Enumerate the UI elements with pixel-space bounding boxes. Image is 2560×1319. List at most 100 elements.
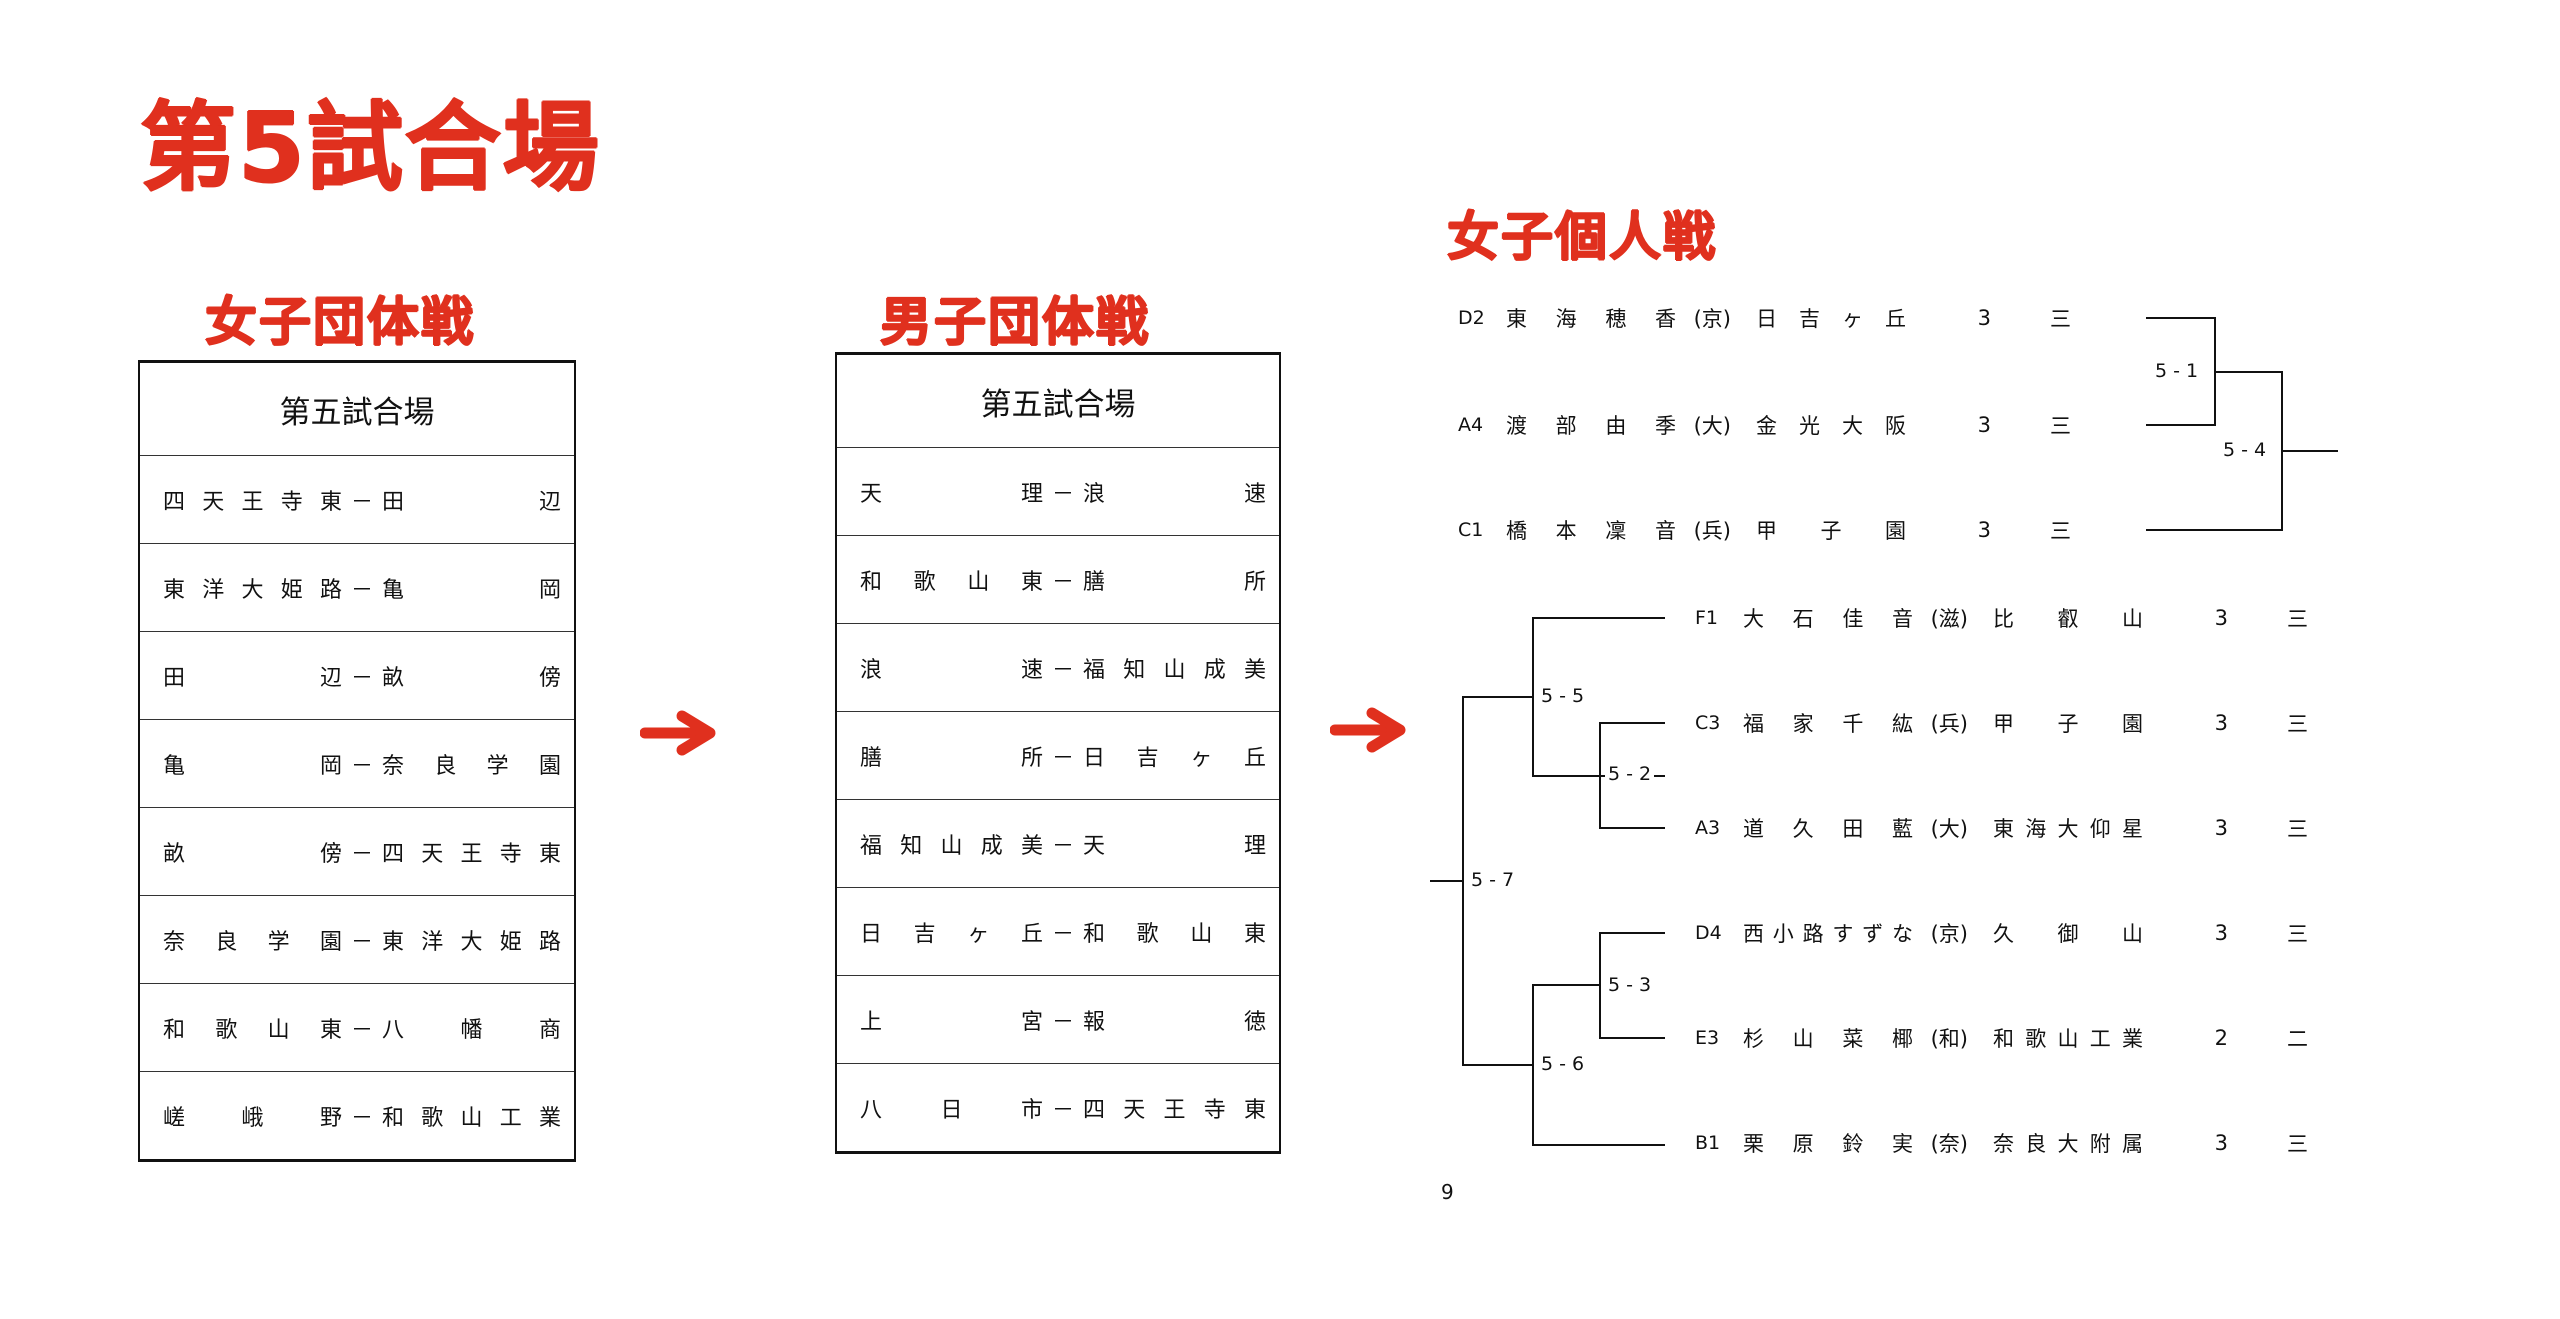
table-row: 四天王寺東－田辺 bbox=[138, 455, 576, 544]
bout-label: 5 - 6 bbox=[1538, 1053, 1588, 1075]
player-prefecture: (京) bbox=[1693, 307, 1731, 331]
match-cell: 上宮－報徳 bbox=[835, 975, 1281, 1064]
player-grade: 3 bbox=[1977, 518, 1991, 542]
player-prefecture: (兵) bbox=[1930, 712, 1968, 736]
player-seed: A3 bbox=[1695, 817, 1721, 839]
player-name: 福家千紘 bbox=[1743, 712, 1913, 736]
match-row: 嵯峨野－和歌山工業 bbox=[141, 1100, 573, 1132]
player-seed: E3 bbox=[1695, 1027, 1720, 1049]
match-cell: 畝傍－四天王寺東 bbox=[138, 807, 576, 896]
bout-label: 5 - 1 bbox=[2152, 360, 2202, 382]
table-row: 日吉ヶ丘－和歌山東 bbox=[835, 887, 1281, 976]
table-row: 上宮－報徳 bbox=[835, 975, 1281, 1064]
match-cell: 田辺－畝傍 bbox=[138, 631, 576, 720]
bout-label: 5 - 4 bbox=[2220, 439, 2270, 461]
team-right: 福知山成美 bbox=[1083, 657, 1266, 683]
player-seed: D4 bbox=[1695, 922, 1722, 944]
table-row: 嵯峨野－和歌山工業 bbox=[138, 1071, 576, 1161]
match-row: 福知山成美－天理 bbox=[838, 828, 1278, 860]
table-row: 和歌山東－膳所 bbox=[835, 535, 1281, 624]
table-header: 第五試合場 bbox=[835, 353, 1281, 448]
player-grade: 3 bbox=[2214, 921, 2228, 945]
bracket-line bbox=[1599, 722, 1665, 829]
player-name: 道久田藍 bbox=[1743, 817, 1913, 841]
match-cell: 日吉ヶ丘－和歌山東 bbox=[835, 887, 1281, 976]
match-cell: 膳所－日吉ヶ丘 bbox=[835, 711, 1281, 800]
player-school: 奈良大附属 bbox=[1993, 1132, 2143, 1156]
player-school: 和歌山工業 bbox=[1993, 1027, 2143, 1051]
team-right: 四天王寺東 bbox=[1083, 1097, 1266, 1123]
versus-dash: － bbox=[350, 665, 373, 691]
player-seed: B1 bbox=[1695, 1132, 1721, 1154]
match-row: 上宮－報徳 bbox=[838, 1004, 1278, 1036]
arrow-right-icon bbox=[1330, 707, 1406, 753]
player-grade: 3 bbox=[2214, 606, 2228, 630]
bracket-line bbox=[1532, 984, 1665, 1146]
versus-dash: － bbox=[1051, 481, 1074, 507]
arrow-right-icon bbox=[640, 710, 716, 756]
page-title: 第5試合場 bbox=[140, 92, 601, 204]
match-cell: 四天王寺東－田辺 bbox=[138, 455, 576, 544]
team-right: 膳所 bbox=[1083, 569, 1266, 595]
player-grade: 3 bbox=[1977, 306, 1991, 330]
player-grade: 3 bbox=[1977, 413, 1991, 437]
match-row: 日吉ヶ丘－和歌山東 bbox=[838, 916, 1278, 948]
team-right: 四天王寺東 bbox=[382, 841, 561, 867]
versus-dash: － bbox=[1051, 833, 1074, 859]
women-individual-title: 女子個人戦 bbox=[1447, 208, 1718, 268]
bout-label: 5 - 5 bbox=[1538, 685, 1588, 707]
versus-dash: － bbox=[1051, 1009, 1074, 1035]
versus-dash: － bbox=[1051, 1097, 1074, 1123]
team-left: 嵯峨野 bbox=[163, 1105, 342, 1131]
table-row: 畝傍－四天王寺東 bbox=[138, 807, 576, 896]
player-grade-kanji: 三 bbox=[2050, 307, 2071, 331]
player-seed: A4 bbox=[1458, 414, 1484, 436]
men-team-title: 男子団体戦 bbox=[880, 293, 1151, 353]
player-grade-kanji: 三 bbox=[2287, 1132, 2308, 1156]
table-row: 福知山成美－天理 bbox=[835, 799, 1281, 888]
player-seed: C1 bbox=[1458, 519, 1484, 541]
versus-dash: － bbox=[1051, 657, 1074, 683]
player-school: 金光大阪 bbox=[1756, 414, 1906, 438]
player-seed: C3 bbox=[1695, 712, 1721, 734]
team-right: 東洋大姫路 bbox=[382, 929, 561, 955]
player-school: 甲子園 bbox=[1993, 712, 2143, 736]
team-left: 奈良学園 bbox=[163, 929, 342, 955]
versus-dash: － bbox=[350, 1017, 373, 1043]
match-cell: 福知山成美－天理 bbox=[835, 799, 1281, 888]
men-team-table: 第五試合場 天理－浪速和歌山東－膳所浪速－福知山成美膳所－日吉ヶ丘福知山成美－天… bbox=[835, 352, 1281, 1154]
match-row: 和歌山東－膳所 bbox=[838, 564, 1278, 596]
team-left: 畝傍 bbox=[163, 841, 342, 867]
team-left: 和歌山東 bbox=[163, 1017, 342, 1043]
match-row: 膳所－日吉ヶ丘 bbox=[838, 740, 1278, 772]
team-right: 八幡商 bbox=[382, 1017, 561, 1043]
match-row: 亀岡－奈良学園 bbox=[141, 748, 573, 780]
page-number: 9 bbox=[1441, 1180, 1454, 1204]
team-left: 八日市 bbox=[860, 1097, 1043, 1123]
women-team-title: 女子団体戦 bbox=[205, 293, 476, 353]
player-name: 西小路すずな bbox=[1743, 922, 1913, 946]
table-header: 第五試合場 bbox=[138, 361, 576, 456]
player-seed: F1 bbox=[1695, 607, 1719, 629]
versus-dash: － bbox=[1051, 569, 1074, 595]
team-left: 膳所 bbox=[860, 745, 1043, 771]
player-grade-kanji: 三 bbox=[2287, 712, 2308, 736]
team-right: 奈良学園 bbox=[382, 753, 561, 779]
match-cell: 奈良学園 － 東洋大姫路 bbox=[138, 895, 576, 984]
match-cell: 和歌山東－膳所 bbox=[835, 535, 1281, 624]
player-prefecture: (大) bbox=[1930, 817, 1968, 841]
match-row: 四天王寺東－田辺 bbox=[141, 484, 573, 516]
match-row: 奈良学園 － 東洋大姫路 bbox=[141, 924, 573, 956]
match-cell: 八日市 － 四天王寺東 bbox=[835, 1063, 1281, 1153]
versus-dash: － bbox=[350, 929, 373, 955]
player-grade-kanji: 三 bbox=[2050, 414, 2071, 438]
match-cell: 和歌山東 － 八幡商 bbox=[138, 983, 576, 1072]
team-right: 日吉ヶ丘 bbox=[1083, 745, 1266, 771]
team-right: 和歌山東 bbox=[1083, 921, 1266, 947]
player-prefecture: (滋) bbox=[1930, 607, 1968, 631]
player-prefecture: (京) bbox=[1930, 922, 1968, 946]
match-cell: 天理－浪速 bbox=[835, 447, 1281, 536]
